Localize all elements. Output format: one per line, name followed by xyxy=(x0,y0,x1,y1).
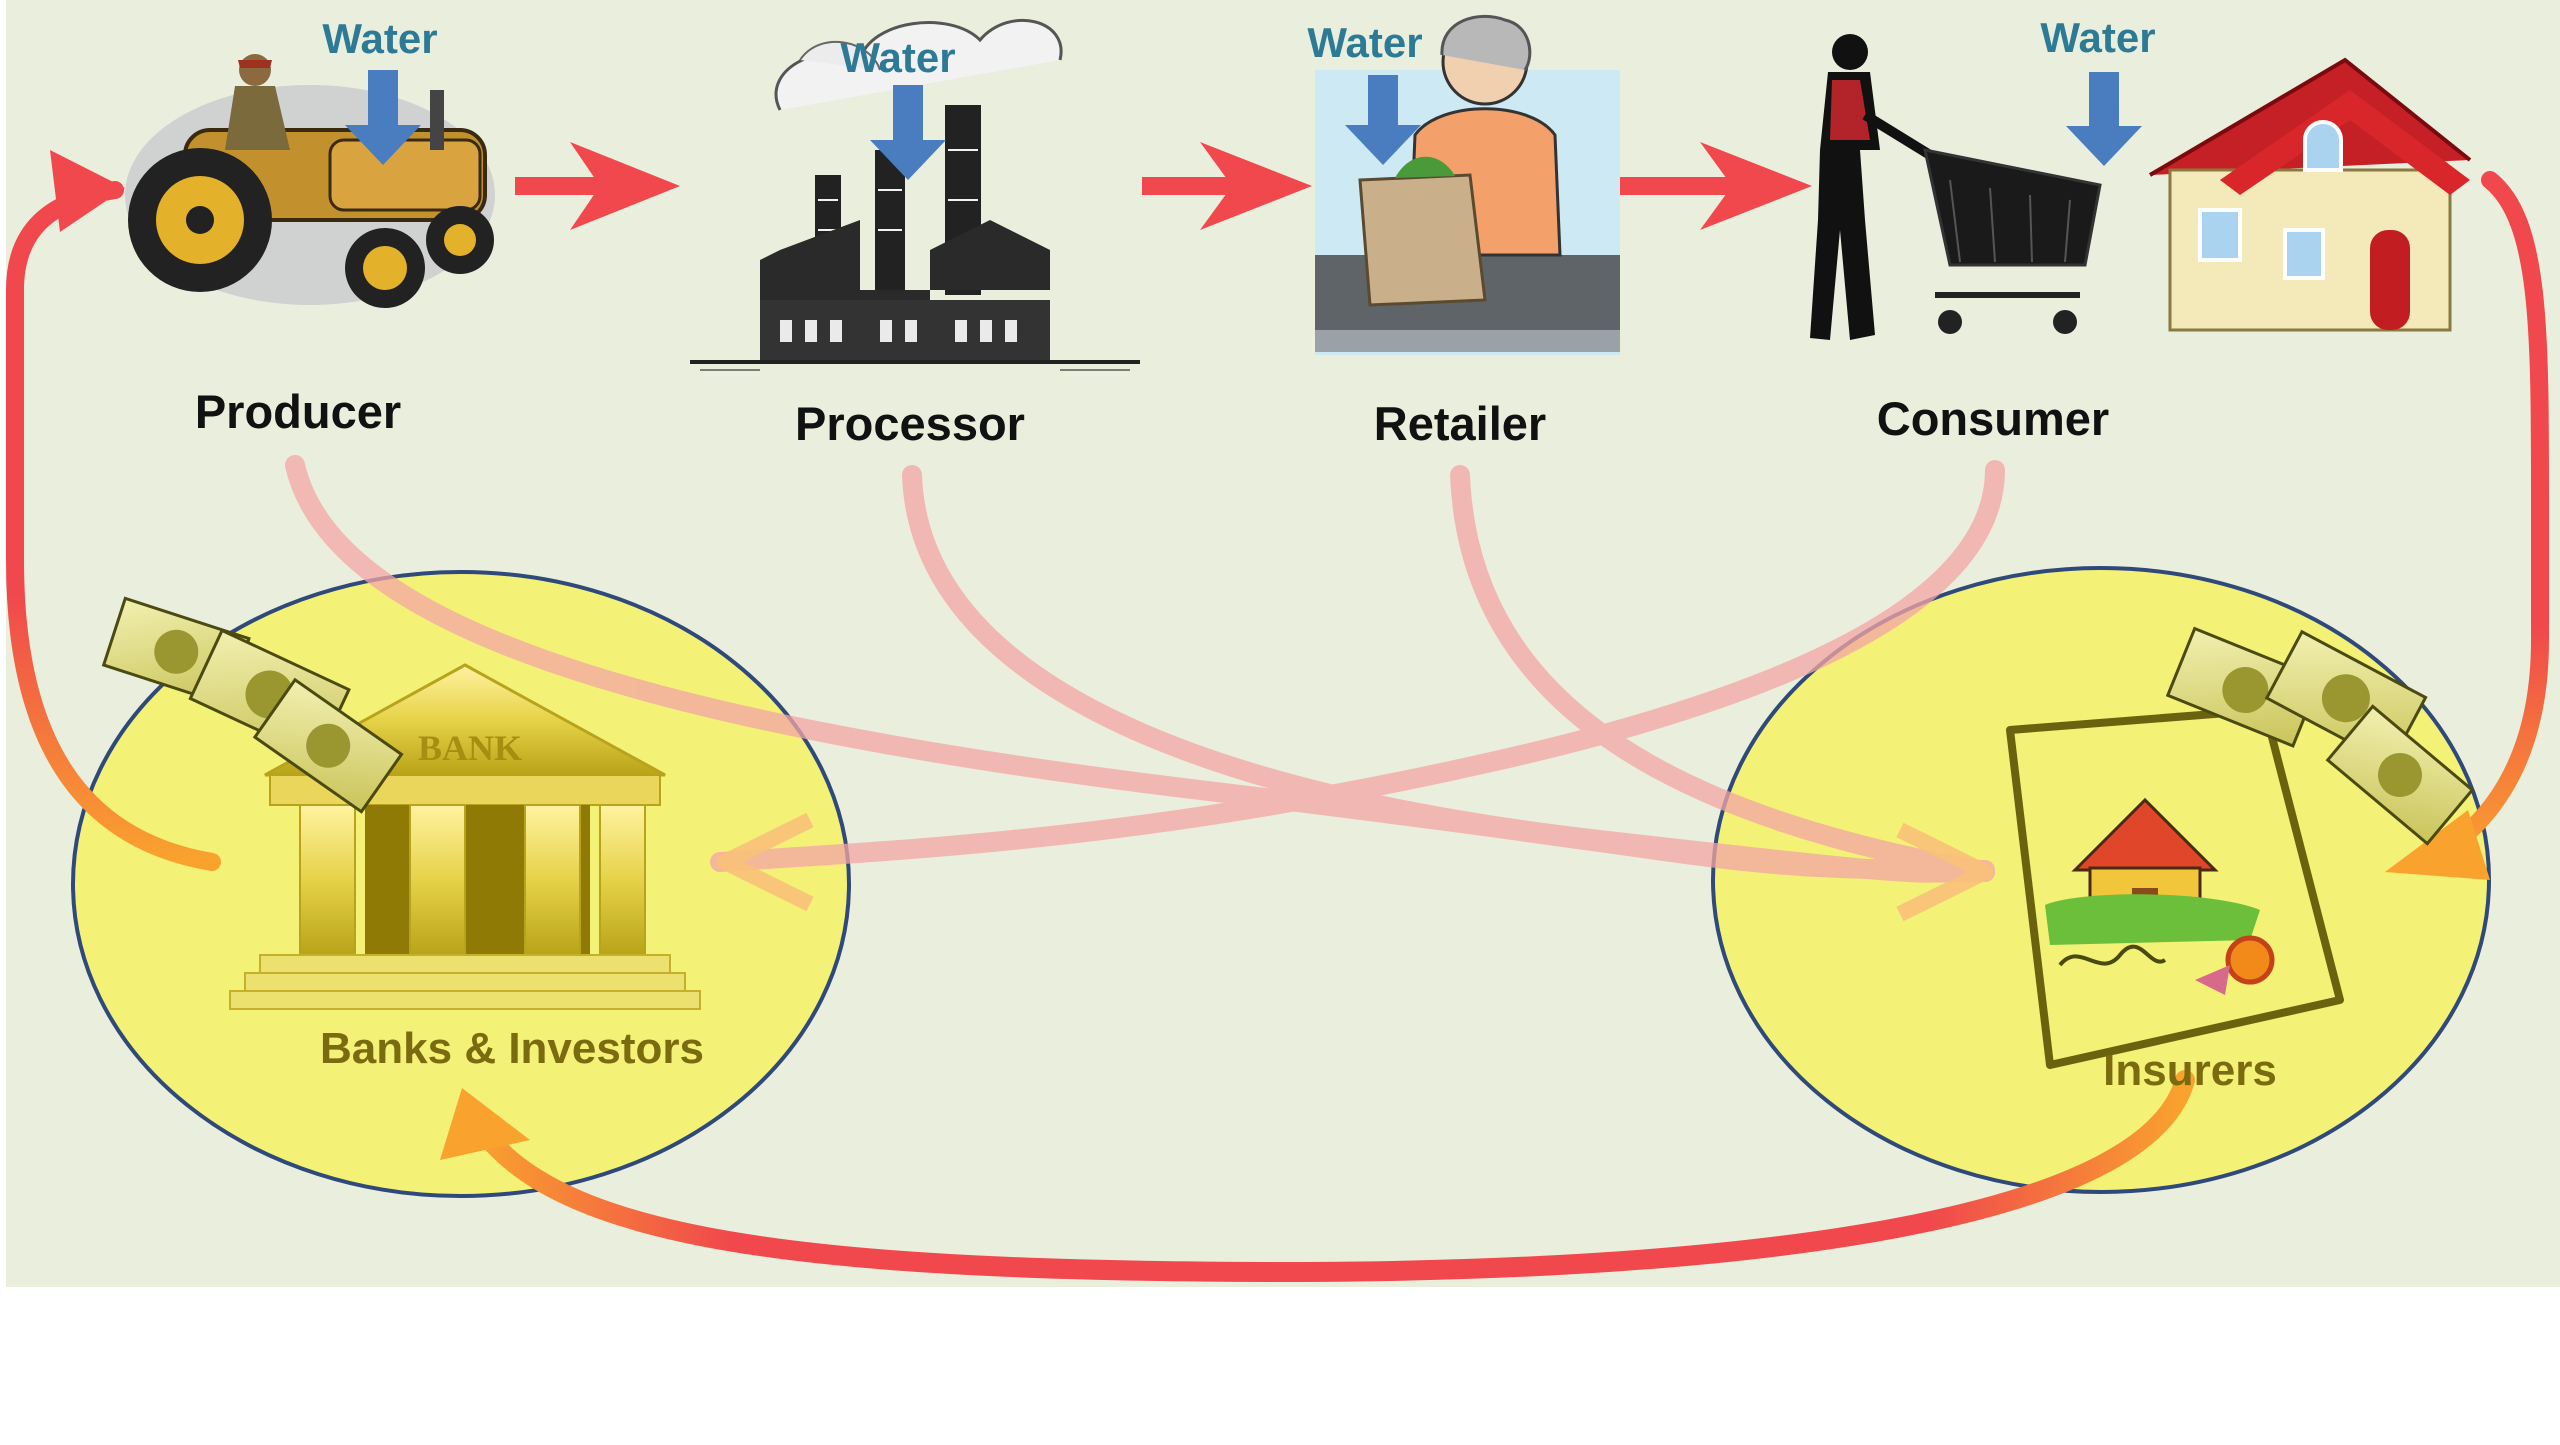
water-label-consumer: Water xyxy=(2040,14,2155,61)
water-label-retailer: Water xyxy=(1307,19,1422,66)
money-bills-icon-insurers xyxy=(2165,626,2475,846)
stage-label-retailer: Retailer xyxy=(1374,397,1546,450)
money-bills-icon-banks xyxy=(101,596,404,814)
grocery-clerk-icon xyxy=(1315,14,1620,355)
faded-arrowhead-banks xyxy=(717,812,814,912)
arrow-processor-to-retailer xyxy=(1142,142,1312,230)
arrow-producer-to-processor xyxy=(515,142,680,230)
stage-label-consumer: Consumer xyxy=(1877,392,2109,445)
loop-arrowhead-insurers xyxy=(2385,810,2490,880)
flow-consumer-to-banks xyxy=(710,460,2005,872)
stage-label-processor: Processor xyxy=(795,397,1025,450)
sector-label-banks: Banks & Investors xyxy=(320,1024,704,1073)
loop-consumer-to-insurers xyxy=(2411,171,2549,874)
bank-sign: BANK xyxy=(418,728,522,768)
insurance-policy-icon xyxy=(2006,706,2344,1069)
flow-processor-to-insurers xyxy=(902,465,1995,883)
water-arrow-consumer xyxy=(2066,72,2142,166)
factory-icon xyxy=(690,18,1140,371)
sector-label-insurers: Insurers xyxy=(2103,1046,2277,1095)
water-arrows xyxy=(345,70,2142,180)
water-arrow-processor xyxy=(870,85,946,180)
water-label-processor: Water xyxy=(840,34,955,81)
stage-arrows xyxy=(515,142,1812,230)
loop-arrowhead-producer xyxy=(50,150,125,232)
faded-flow-arrows xyxy=(285,455,2005,883)
water-label-producer: Water xyxy=(322,15,437,62)
arrow-retailer-to-consumer xyxy=(1620,142,1812,230)
faded-arrowhead-insurers xyxy=(1896,822,1993,922)
water-arrow-retailer xyxy=(1345,75,1421,165)
loop-banks-to-producer xyxy=(6,181,221,871)
stage-label-producer: Producer xyxy=(195,385,401,438)
loop-insurers-to-banks xyxy=(465,1070,2195,1283)
loop-arrowhead-banks xyxy=(440,1088,530,1160)
water-arrow-producer xyxy=(345,70,421,165)
flow-retailer-to-insurers xyxy=(1450,465,1995,882)
shopper-house-icon xyxy=(1810,34,2472,340)
